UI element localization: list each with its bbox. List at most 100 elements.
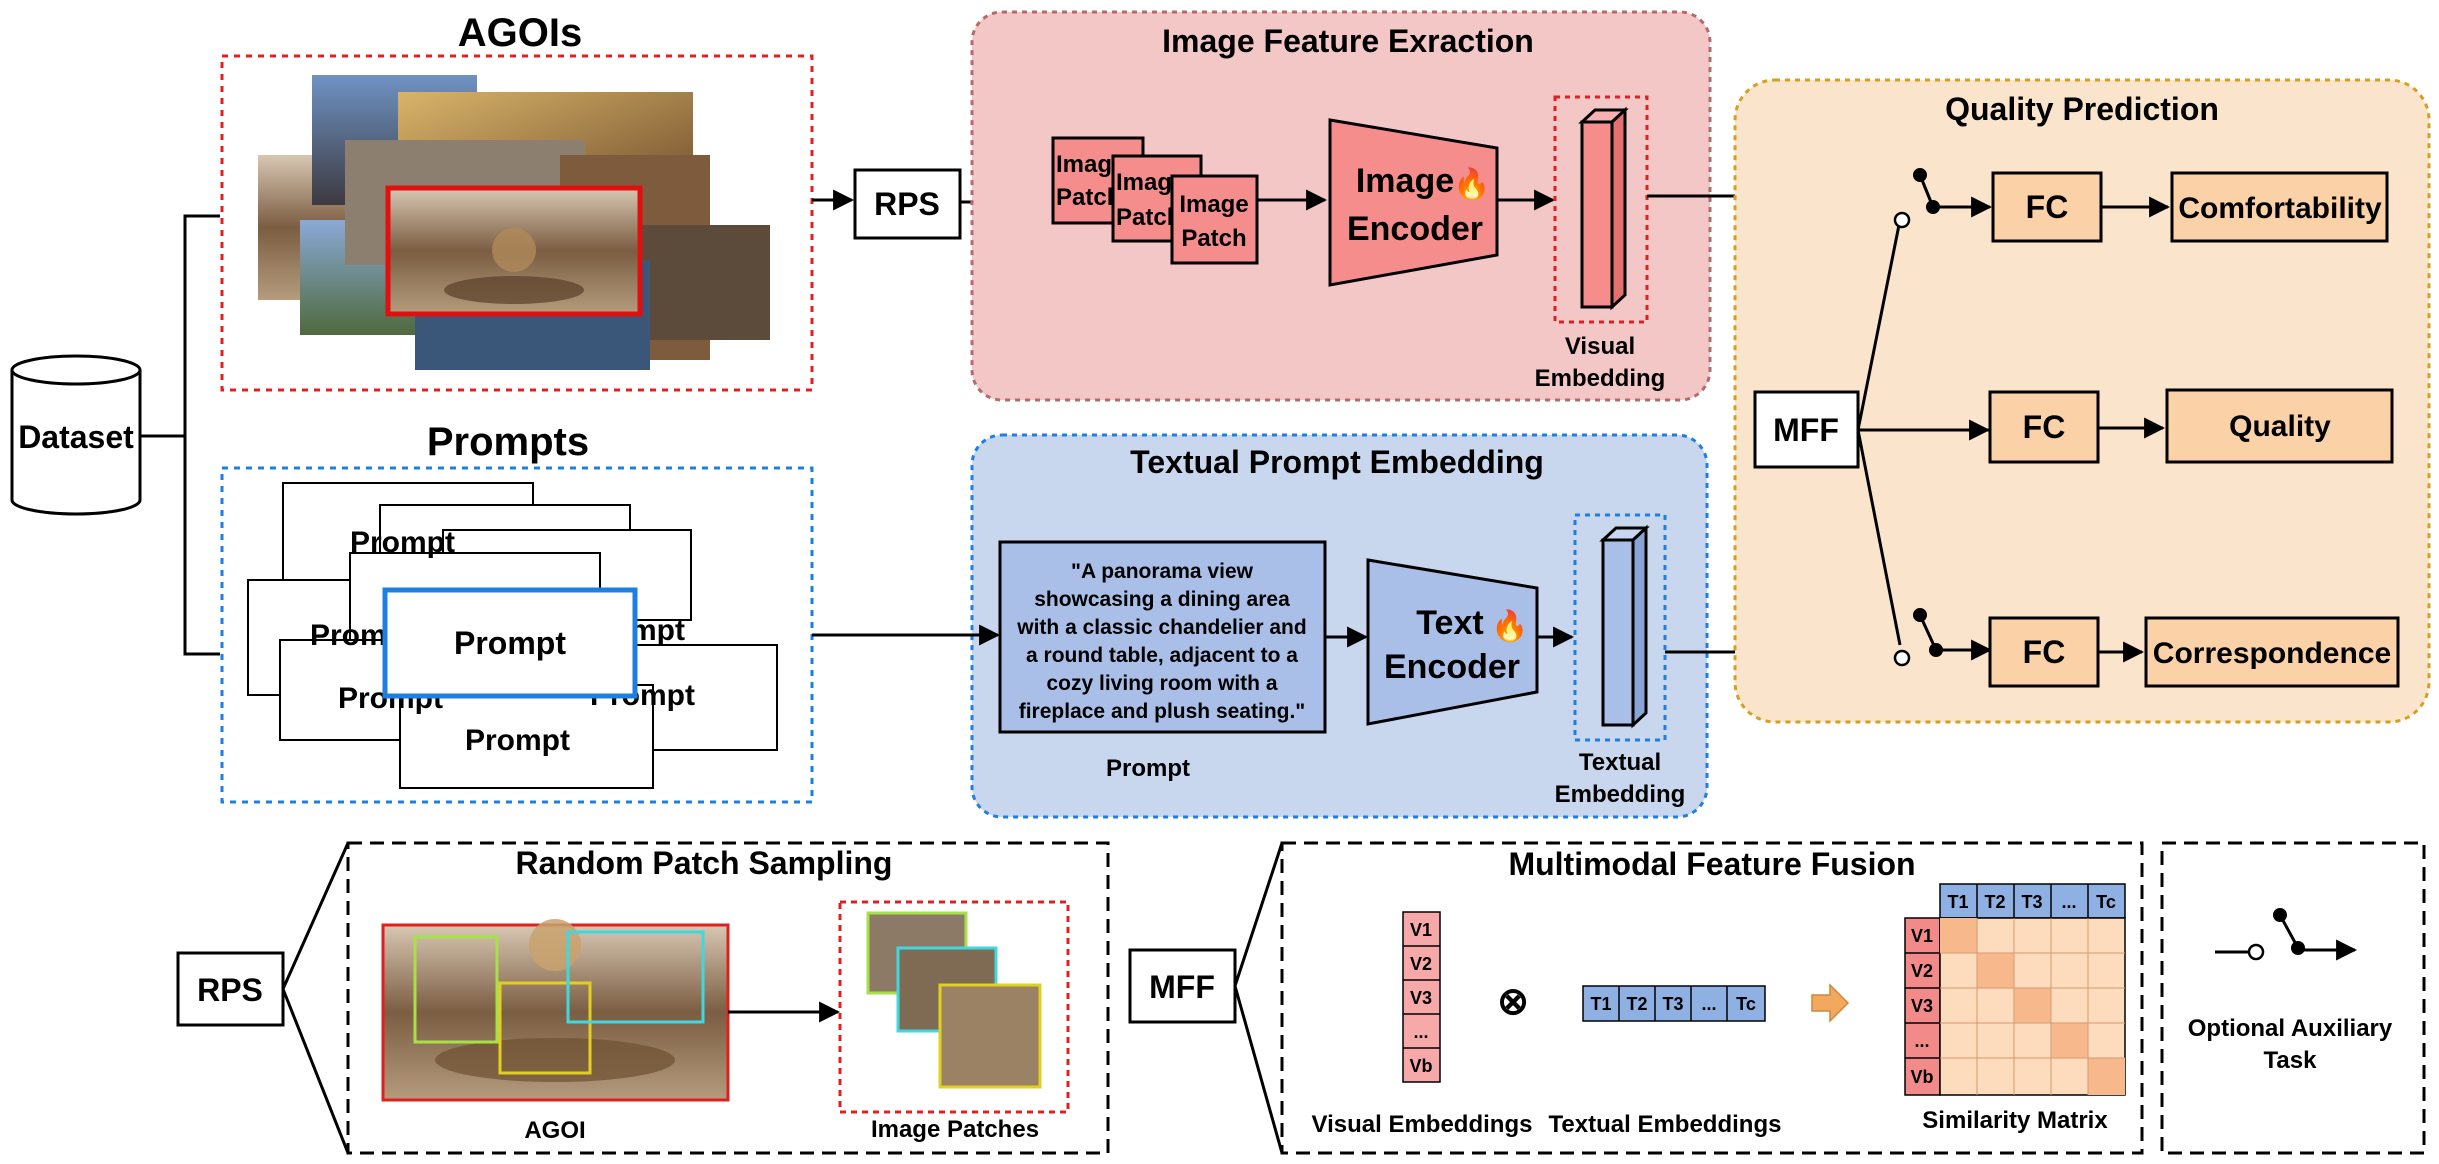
- dataset-connector: [140, 214, 220, 656]
- text-cell: T3: [1662, 994, 1683, 1014]
- visual-embedding-column: V1 V2 V3 ... Vb: [1402, 911, 1441, 1083]
- optional-switch-legend: [2215, 908, 2358, 961]
- optional-switch-bottom: [1893, 608, 1993, 667]
- legend-label: Optional Auxiliary: [2188, 1015, 2393, 1042]
- mff-node-label: MFF: [1773, 412, 1839, 448]
- image-encoder: [1328, 118, 1499, 287]
- fc-label: FC: [2023, 634, 2066, 670]
- text-encoder: [1366, 558, 1539, 726]
- text-cell: ...: [1701, 994, 1716, 1014]
- mff-key-bracket: [1233, 842, 1284, 1154]
- rps-key-label: RPS: [197, 972, 263, 1008]
- prompt-text-line: with a classic chandelier and: [1016, 616, 1306, 639]
- mff-detail-title: Multimodal Feature Fusion: [1508, 846, 1915, 882]
- agoi-image-stack: [258, 75, 770, 370]
- prompt-caption: Prompt: [1106, 755, 1190, 782]
- agoi-panorama: [381, 919, 730, 1102]
- visual-cell: Vb: [1409, 1056, 1432, 1076]
- head-correspondence: FC Correspondence: [1988, 616, 2400, 688]
- comfortability-label: Comfortability: [2178, 192, 2382, 225]
- fc-node: [1988, 616, 2100, 688]
- prompt-text-line: a round table, adjacent to a: [1026, 644, 1298, 667]
- rps-node-label: RPS: [874, 186, 940, 222]
- comfortability-output: [2170, 171, 2389, 243]
- visual-embedding-label: Embedding: [1535, 365, 1666, 392]
- image-encoder-label: Image: [1356, 162, 1454, 200]
- prompt-card-label: Prompt: [465, 724, 570, 757]
- prompt-text-line: "A panorama view: [1071, 560, 1254, 583]
- rps-key-node: [176, 951, 285, 1027]
- prompt-text-line: showcasing a dining area: [1034, 588, 1290, 611]
- textual-embedding-frame: [1573, 513, 1667, 742]
- prompt-card-highlighted: [382, 587, 638, 699]
- text-cell: T2: [1626, 994, 1647, 1014]
- matrix-col-header: T1: [1947, 892, 1968, 912]
- fc-label: FC: [2026, 189, 2069, 225]
- image-patch-label: Image: [1179, 191, 1248, 218]
- textual-embedding-label: Embedding: [1555, 781, 1686, 808]
- text-cell: T1: [1590, 994, 1611, 1014]
- matrix-row-header: ...: [1914, 1031, 1929, 1051]
- optional-switch-top: [1893, 168, 1993, 229]
- rps-detail-title: Random Patch Sampling: [516, 845, 893, 881]
- image-feature-extraction-title: Image Feature Exraction: [1162, 23, 1534, 59]
- fire-icon: 🔥: [1491, 608, 1528, 643]
- text-cell: Tc: [1736, 994, 1756, 1014]
- matrix-row-header: V3: [1911, 996, 1933, 1016]
- quality-output: [2165, 388, 2394, 464]
- mff-key-label: MFF: [1149, 969, 1215, 1005]
- visual-cell: V1: [1410, 920, 1432, 940]
- matrix-col-header: ...: [2061, 892, 2076, 912]
- image-patches-frame: [838, 900, 1070, 1114]
- head-quality: FC Quality: [1988, 388, 2394, 464]
- image-patch-label: Patch: [1181, 225, 1246, 252]
- visual-embedding-label: Visual: [1565, 333, 1635, 360]
- prompt-card: [399, 684, 654, 789]
- similarity-matrix-caption: Similarity Matrix: [1922, 1107, 2108, 1134]
- agoi-caption: AGOI: [524, 1117, 585, 1144]
- dataset-label: Dataset: [18, 419, 134, 455]
- image-patches-caption: Image Patches: [871, 1116, 1039, 1143]
- agoi-image: [640, 225, 770, 340]
- visual-cell: ...: [1413, 1022, 1428, 1042]
- prompt-text-line: fireplace and plush seating.": [1019, 700, 1306, 723]
- dataset-node: Dataset: [10, 354, 142, 516]
- matrix-col-header: Tc: [2096, 892, 2116, 912]
- rps-node: [853, 168, 962, 240]
- mff-key-node: [1128, 948, 1237, 1024]
- prompt-card-highlighted-label: Prompt: [454, 625, 566, 661]
- textual-prompt-embedding-title: Textual Prompt Embedding: [1130, 444, 1544, 480]
- prompt-text-line: cozy living room with a: [1046, 672, 1277, 695]
- outer-product-symbol: ⊗: [1497, 981, 1529, 1023]
- correspondence-label: Correspondence: [2153, 637, 2391, 670]
- legend-panel: [2160, 841, 2426, 1155]
- image-encoder-label: Encoder: [1347, 210, 1483, 248]
- text-encoder-label: Encoder: [1384, 648, 1520, 686]
- similarity-matrix: T1 T2 T3 ... Tc V1 V2 V3 ... Vb: [1904, 883, 2126, 1096]
- matrix-col-header: T3: [2021, 892, 2042, 912]
- fc-label: FC: [2023, 409, 2066, 445]
- textual-embeddings-caption: Textual Embeddings: [1549, 1111, 1782, 1138]
- fusion-arrow: [1811, 983, 1850, 1023]
- visual-embeddings-caption: Visual Embeddings: [1312, 1111, 1533, 1138]
- rps-detail-panel: [346, 841, 1110, 1155]
- image-patch-label: Patch: [1056, 184, 1121, 211]
- image-patch-label: Patch: [1116, 204, 1181, 231]
- visual-cell: V3: [1410, 988, 1432, 1008]
- sample-patch: [938, 983, 1042, 1089]
- fire-icon: 🔥: [1453, 166, 1490, 201]
- matrix-row-header: V1: [1911, 926, 1933, 946]
- matrix-row-header: Vb: [1910, 1067, 1933, 1087]
- head-comfortability: FC Comfortability: [1991, 171, 2389, 243]
- textual-embedding-label: Textual: [1579, 749, 1661, 776]
- image-patches: [866, 911, 1042, 1089]
- textual-embedding-bar: [1599, 524, 1650, 729]
- matrix-row-header: V2: [1911, 961, 1933, 981]
- image-patch-stack: Image Patch Image Patch Image Patch: [1051, 136, 1259, 265]
- prompt-card-label: Prompt: [350, 526, 455, 559]
- prompt-text-lines: "A panorama view showcasing a dining are…: [1016, 560, 1306, 723]
- textual-embedding-row: T1 T2 T3 ... Tc: [1582, 985, 1766, 1022]
- visual-embedding-bar: [1578, 106, 1629, 311]
- legend-label: Task: [2264, 1047, 2318, 1074]
- visual-embedding-frame: [1553, 95, 1649, 324]
